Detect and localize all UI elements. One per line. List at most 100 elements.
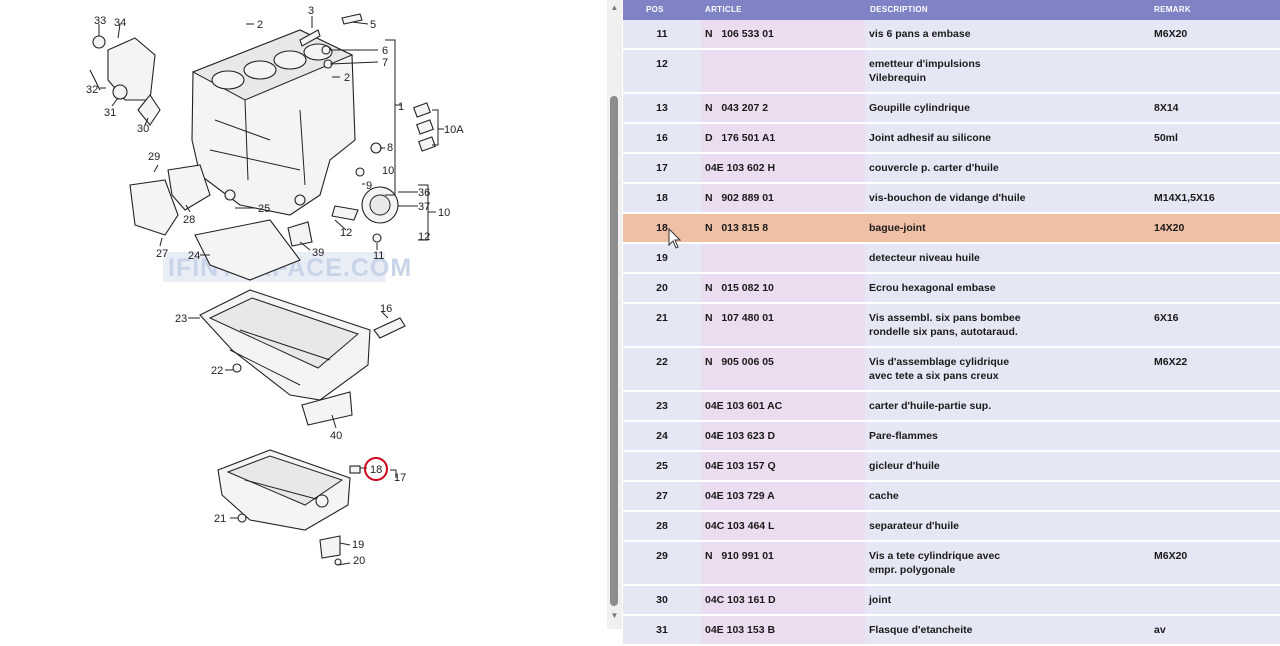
svg-text:25: 25 (258, 203, 270, 215)
description-line-1: gicleur d'huile (869, 460, 940, 472)
table-header: POS ARTICLE DESCRIPTION REMARK (623, 0, 1280, 20)
col-header-pos[interactable]: POS (646, 5, 664, 14)
table-row[interactable]: 20 N 015 082 10 Ecrou hexagonal embase (623, 274, 1280, 304)
cell-pos: 19 (656, 252, 668, 264)
parts-diagram[interactable]: IFINTERFACE.COM (0, 0, 606, 629)
scroll-down-icon[interactable]: ▼ (610, 611, 619, 620)
svg-text:32: 32 (86, 84, 98, 96)
cell-pos: 28 (656, 520, 668, 532)
scroll-up-icon[interactable]: ▲ (610, 3, 619, 12)
description-line-1: bague-joint (869, 222, 926, 234)
col-header-article[interactable]: ARTICLE (705, 5, 742, 14)
svg-text:9: 9 (366, 180, 372, 192)
cell-remark: M6X22 (1154, 356, 1188, 368)
cell-remark (1154, 274, 1274, 302)
cell-article: 04C 103 464 L (701, 512, 865, 540)
cell-description: vis-bouchon de vidange d'huile (869, 184, 1153, 212)
highlight-callout-ring[interactable] (364, 457, 388, 481)
svg-text:17: 17 (394, 472, 406, 484)
svg-text:11: 11 (373, 250, 384, 262)
description-line-1: Ecrou hexagonal embase (869, 282, 996, 294)
cell-remark (1154, 586, 1274, 614)
scrollbar-thumb[interactable] (610, 96, 618, 606)
cell-pos: 16 (656, 132, 668, 144)
cell-article: N 107 480 01 (701, 304, 865, 346)
svg-text:3: 3 (308, 5, 314, 17)
cell-remark (1154, 392, 1274, 420)
cell-pos: 11 (656, 28, 668, 40)
cell-description: cache (869, 482, 1153, 510)
svg-text:40: 40 (330, 430, 342, 442)
cell-description: gicleur d'huile (869, 452, 1153, 480)
cell-article: N 905 006 05 (701, 348, 865, 390)
table-row[interactable]: 29 N 910 991 01 Vis a tete cylindrique ave… (623, 542, 1280, 586)
cell-pos: 18 (656, 222, 668, 234)
cell-article: N 106 533 01 (701, 20, 865, 48)
cell-description: Goupille cylindrique (869, 94, 1153, 122)
svg-text:31: 31 (104, 107, 116, 119)
cell-pos: 29 (656, 550, 668, 562)
cell-article: D 176 501 A1 (701, 124, 865, 152)
svg-text:19: 19 (352, 539, 364, 551)
svg-text:18: 18 (370, 464, 382, 476)
svg-text:10A: 10A (444, 124, 464, 136)
description-line-1: Vis a tete cylindrique avec (869, 550, 1001, 562)
svg-text:6: 6 (382, 45, 388, 57)
cell-remark (1154, 482, 1274, 510)
description-line-1: Pare-flammes (869, 430, 938, 442)
cell-remark: M14X1,5X16 (1154, 192, 1215, 204)
svg-text:22: 22 (211, 365, 223, 377)
description-line-1: Vis assembl. six pans bombee (869, 312, 1021, 324)
cell-article: 04E 103 602 H (701, 154, 865, 182)
col-header-description[interactable]: DESCRIPTION (870, 5, 928, 14)
svg-text:8: 8 (387, 142, 393, 154)
cell-article: 04C 103 161 D (701, 586, 865, 614)
description-line-1: Joint adhesif au silicone (869, 132, 991, 144)
cell-article: 04E 103 623 D (701, 422, 865, 450)
cell-pos: 31 (656, 624, 668, 636)
description-line-1: joint (869, 594, 892, 606)
cell-remark: 50ml (1154, 132, 1178, 144)
cell-article: N 015 082 10 (701, 274, 865, 302)
svg-text:10: 10 (382, 165, 394, 177)
cell-remark (1154, 422, 1274, 450)
svg-text:39: 39 (312, 247, 324, 259)
description-line-1: vis-bouchon de vidange d'huile (869, 192, 1026, 204)
cell-pos: 20 (656, 282, 668, 294)
cell-article: 04E 103 153 B (701, 616, 865, 644)
svg-text:1: 1 (398, 101, 404, 113)
svg-text:28: 28 (183, 214, 195, 226)
cell-article: N 902 889 01 (701, 184, 865, 212)
mouse-cursor-icon (668, 227, 682, 249)
vertical-scrollbar[interactable]: ▲ ▼ (607, 0, 622, 629)
col-header-remark[interactable]: REMARK (1154, 5, 1191, 14)
description-line-1: couvercle p. carter d'huile (869, 162, 999, 174)
cell-pos: 21 (656, 312, 668, 324)
svg-text:37: 37 (418, 201, 430, 213)
svg-text:7: 7 (382, 57, 388, 69)
table-row[interactable]: 16 D 176 501 A1 Joint adhesif au silicone 5… (623, 124, 1280, 154)
description-line-1: emetteur d'impulsions (869, 58, 981, 70)
cell-article: 04E 103 157 Q (701, 452, 865, 480)
svg-text:12: 12 (340, 227, 352, 239)
cell-article: N 910 991 01 (701, 542, 865, 584)
svg-text:16: 16 (380, 303, 392, 315)
